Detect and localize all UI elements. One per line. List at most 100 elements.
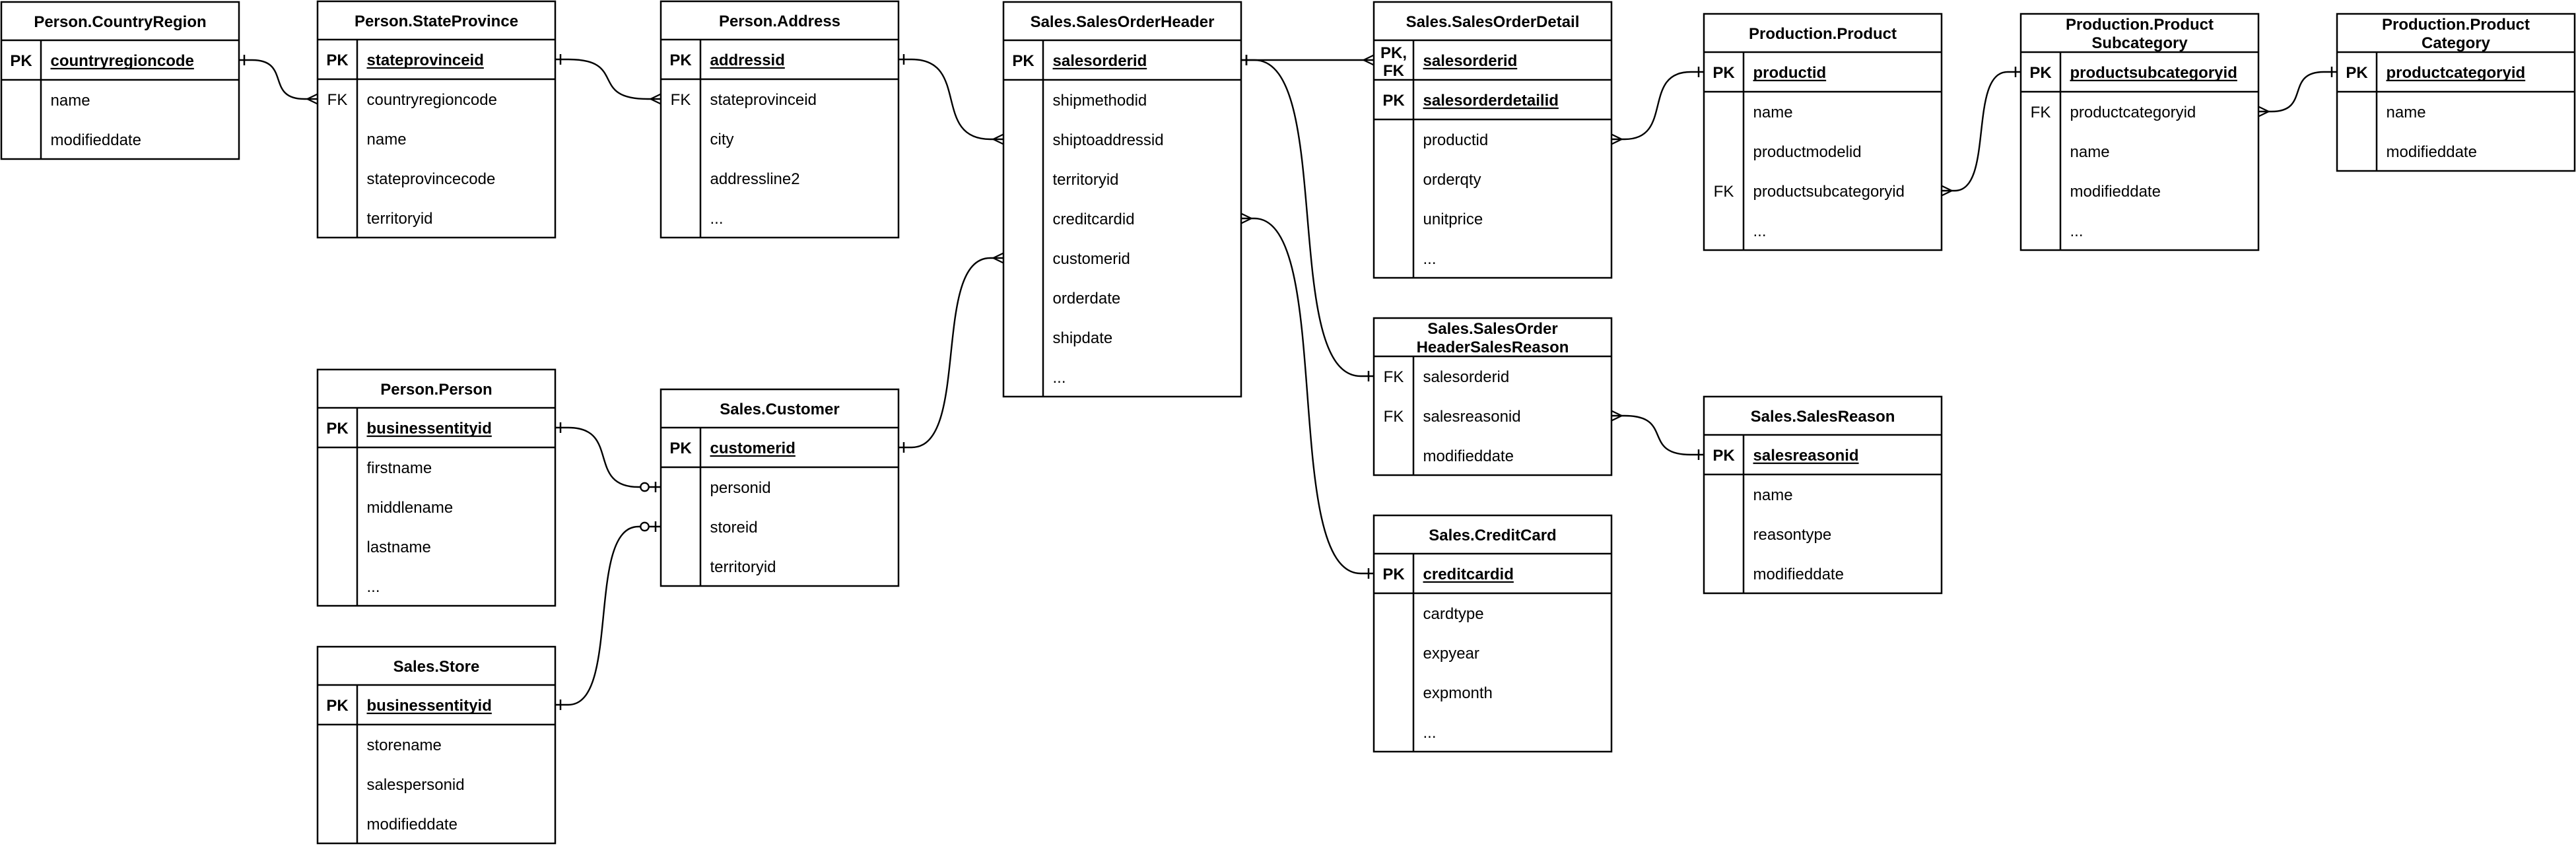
- svg-text:modifieddate: modifieddate: [2387, 143, 2477, 161]
- svg-text:territoryid: territoryid: [710, 558, 776, 576]
- svg-text:PK: PK: [1712, 64, 1735, 82]
- svg-text:salesorderid: salesorderid: [1423, 52, 1518, 70]
- svg-text:modifieddate: modifieddate: [367, 816, 458, 833]
- svg-text:city: city: [710, 131, 734, 148]
- svg-text:name: name: [2387, 104, 2426, 121]
- svg-text:Sales.CreditCard: Sales.CreditCard: [1429, 527, 1556, 544]
- svg-text:orderqty: orderqty: [1423, 171, 1481, 189]
- svg-text:expyear: expyear: [1423, 645, 1479, 663]
- svg-text:PK: PK: [326, 420, 349, 438]
- svg-text:storeid: storeid: [710, 519, 758, 537]
- svg-text:stateprovinceid: stateprovinceid: [367, 51, 484, 69]
- svg-text:Person.Address: Person.Address: [719, 13, 840, 30]
- svg-text:Production.Product: Production.Product: [2066, 16, 2214, 34]
- svg-text:productid: productid: [1753, 64, 1827, 82]
- svg-text:FK: FK: [1383, 62, 1405, 80]
- svg-text:...: ...: [1423, 724, 1437, 742]
- svg-text:unitprice: unitprice: [1423, 211, 1483, 228]
- svg-text:productcategoryid: productcategoryid: [2387, 64, 2526, 82]
- svg-text:salesreasonid: salesreasonid: [1753, 447, 1859, 465]
- svg-text:Production.Product: Production.Product: [1749, 25, 1897, 43]
- svg-text:productcategoryid: productcategoryid: [2070, 104, 2196, 121]
- svg-text:creditcardid: creditcardid: [1053, 211, 1135, 228]
- svg-text:Sales.SalesReason: Sales.SalesReason: [1751, 408, 1895, 426]
- svg-text:PK: PK: [1382, 92, 1405, 110]
- svg-text:PK,: PK,: [1380, 44, 1407, 62]
- svg-text:name: name: [2070, 143, 2110, 161]
- svg-text:HeaderSalesReason: HeaderSalesReason: [1417, 339, 1569, 356]
- svg-text:shipmethodid: shipmethodid: [1053, 92, 1147, 110]
- svg-text:addressline2: addressline2: [710, 170, 800, 188]
- svg-text:personid: personid: [710, 479, 771, 497]
- svg-text:stateprovinceid: stateprovinceid: [710, 91, 817, 109]
- svg-text:FK: FK: [671, 91, 691, 109]
- svg-text:FK: FK: [1384, 408, 1404, 426]
- svg-text:FK: FK: [1714, 183, 1734, 201]
- svg-text:storename: storename: [367, 736, 442, 754]
- svg-text:...: ...: [1753, 222, 1767, 240]
- svg-text:...: ...: [1423, 250, 1437, 268]
- svg-text:customerid: customerid: [1053, 250, 1130, 268]
- svg-text:PK: PK: [669, 51, 692, 69]
- svg-text:reasontype: reasontype: [1753, 526, 1832, 544]
- svg-text:addressid: addressid: [710, 51, 785, 69]
- svg-text:shiptoaddressid: shiptoaddressid: [1053, 131, 1164, 149]
- svg-text:Person.CountryRegion: Person.CountryRegion: [34, 13, 206, 31]
- svg-text:productsubcategoryid: productsubcategoryid: [1753, 183, 1905, 201]
- svg-text:businessentityid: businessentityid: [367, 420, 492, 438]
- svg-text:countryregioncode: countryregioncode: [51, 52, 194, 70]
- svg-text:PK: PK: [1012, 52, 1034, 70]
- svg-text:firstname: firstname: [367, 459, 432, 477]
- svg-text:Person.Person: Person.Person: [380, 381, 492, 399]
- svg-text:Sales.Store: Sales.Store: [393, 658, 480, 676]
- svg-text:Production.Product: Production.Product: [2382, 16, 2530, 34]
- svg-text:Sales.SalesOrder: Sales.SalesOrder: [1427, 320, 1557, 338]
- svg-text:FK: FK: [2031, 104, 2051, 121]
- svg-text:FK: FK: [1384, 368, 1404, 386]
- svg-text:Category: Category: [2422, 34, 2491, 52]
- svg-text:salesorderid: salesorderid: [1053, 52, 1147, 70]
- svg-text:...: ...: [367, 578, 380, 596]
- svg-text:stateprovincecode: stateprovincecode: [367, 170, 496, 188]
- svg-text:PK: PK: [2346, 64, 2368, 82]
- svg-text:name: name: [51, 92, 90, 110]
- svg-text:FK: FK: [327, 91, 348, 109]
- svg-text:productid: productid: [1423, 131, 1489, 149]
- svg-text:salesorderdetailid: salesorderdetailid: [1423, 92, 1559, 110]
- svg-text:productsubcategoryid: productsubcategoryid: [2070, 64, 2237, 82]
- svg-text:orderdate: orderdate: [1053, 290, 1121, 308]
- svg-text:Subcategory: Subcategory: [2091, 34, 2188, 52]
- svg-text:name: name: [1753, 104, 1793, 121]
- svg-text:businessentityid: businessentityid: [367, 697, 492, 715]
- svg-text:PK: PK: [1382, 566, 1405, 583]
- svg-text:Person.StateProvince: Person.StateProvince: [355, 13, 518, 30]
- svg-text:cardtype: cardtype: [1423, 605, 1484, 623]
- svg-text:salespersonid: salespersonid: [367, 776, 465, 794]
- svg-text:creditcardid: creditcardid: [1423, 566, 1514, 583]
- svg-text:shipdate: shipdate: [1053, 329, 1113, 347]
- svg-text:Sales.SalesOrderDetail: Sales.SalesOrderDetail: [1406, 13, 1580, 31]
- svg-text:Sales.SalesOrderHeader: Sales.SalesOrderHeader: [1031, 13, 1215, 31]
- svg-text:salesreasonid: salesreasonid: [1423, 408, 1521, 426]
- svg-text:modifieddate: modifieddate: [51, 131, 141, 149]
- svg-text:PK: PK: [10, 52, 32, 70]
- svg-text:productmodelid: productmodelid: [1753, 143, 1862, 161]
- svg-text:...: ...: [710, 210, 724, 228]
- svg-text:modifieddate: modifieddate: [1753, 566, 1844, 583]
- svg-text:countryregioncode: countryregioncode: [367, 91, 497, 109]
- svg-text:...: ...: [2070, 222, 2084, 240]
- svg-text:territoryid: territoryid: [1053, 171, 1119, 189]
- svg-text:customerid: customerid: [710, 439, 796, 457]
- svg-text:lastname: lastname: [367, 538, 431, 556]
- svg-text:middlename: middlename: [367, 499, 454, 517]
- svg-text:name: name: [1753, 486, 1793, 504]
- svg-text:PK: PK: [2029, 64, 2052, 82]
- svg-text:salesorderid: salesorderid: [1423, 368, 1510, 386]
- svg-text:modifieddate: modifieddate: [1423, 447, 1514, 465]
- svg-text:PK: PK: [669, 439, 692, 457]
- svg-text:modifieddate: modifieddate: [2070, 183, 2161, 201]
- svg-text:PK: PK: [1712, 447, 1735, 465]
- svg-text:Sales.Customer: Sales.Customer: [720, 401, 839, 418]
- svg-text:name: name: [367, 131, 407, 148]
- svg-text:expmonth: expmonth: [1423, 684, 1493, 702]
